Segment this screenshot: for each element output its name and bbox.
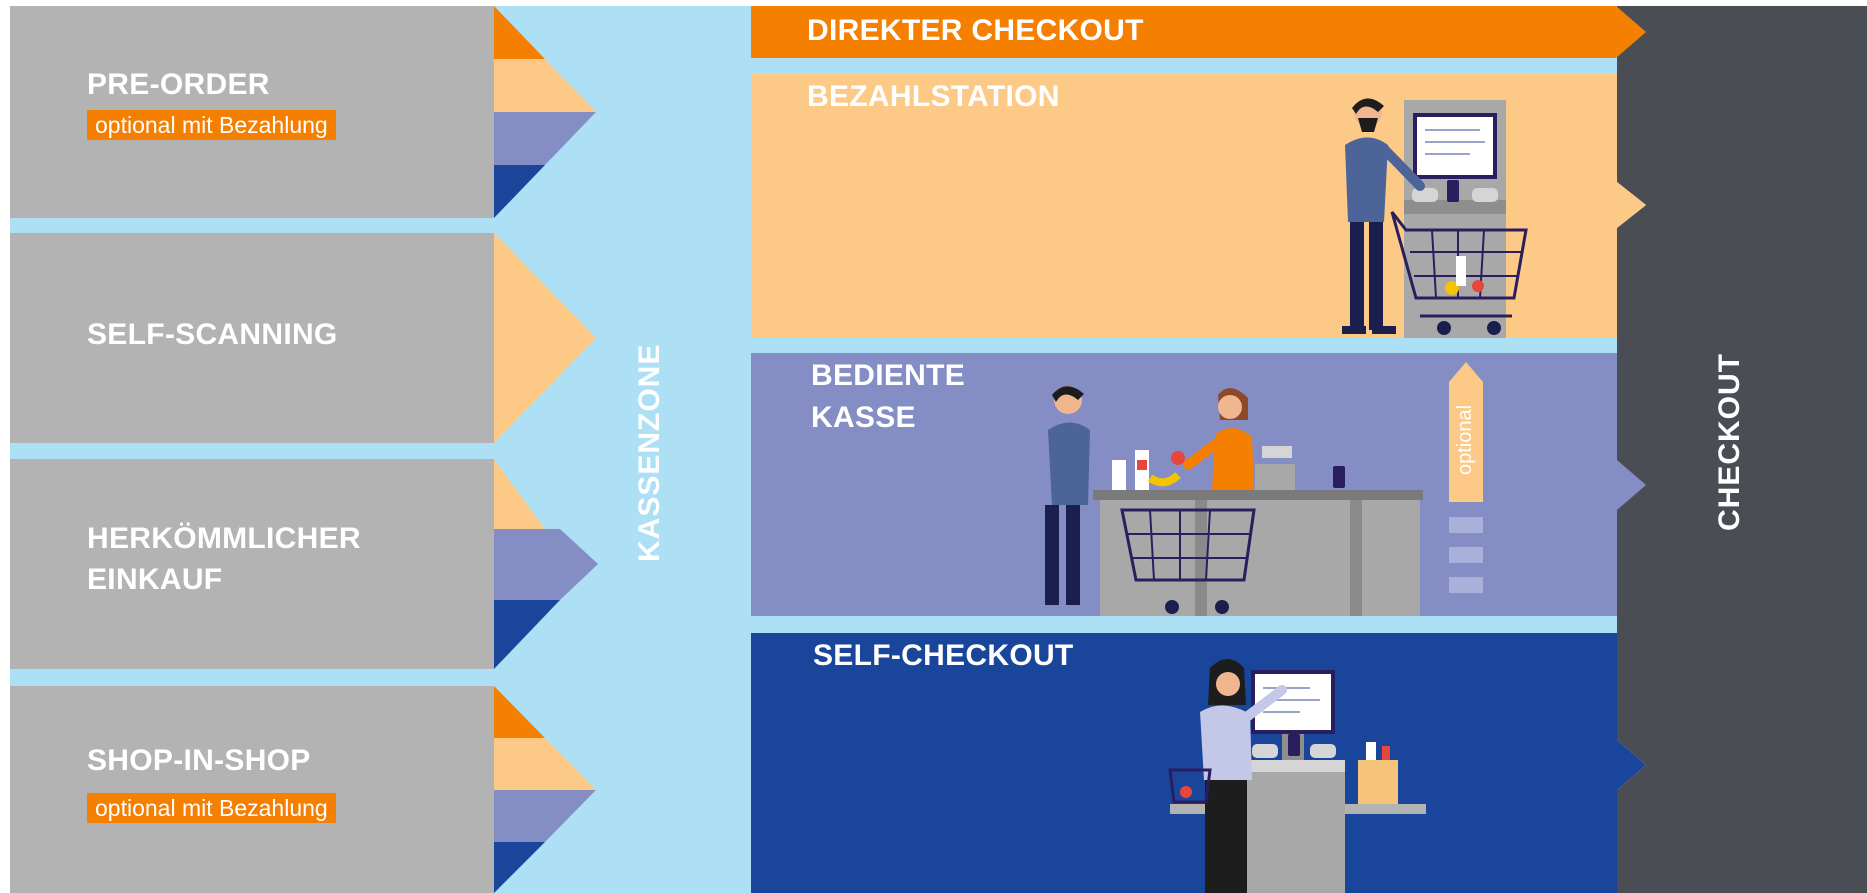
payment-kiosk-illustration [1404, 100, 1506, 338]
label-direct-checkout: DIREKTER CHECKOUT [807, 14, 1144, 47]
label-self-scanning: SELF-SCANNING [87, 318, 338, 351]
band-self-checkout-arrow [1617, 740, 1646, 790]
checkout-column [1617, 6, 1867, 893]
badge-pre-order-optional: optional mit Bezahlung [87, 110, 336, 140]
staffed-checkout-illustration [1045, 386, 1423, 616]
label-self-checkout: SELF-CHECKOUT [813, 639, 1074, 672]
label-shop-in-shop: SHOP-IN-SHOP [87, 744, 311, 777]
arrow-herkoemmlicher-einkauf [494, 459, 598, 669]
label-bezahlstation: BEZAHLSTATION [807, 80, 1060, 113]
self-checkout-illustration [1168, 659, 1426, 893]
flow-block-self-scanning [10, 233, 494, 443]
arrow-self-scanning [494, 233, 596, 443]
band-self-checkout [751, 633, 1617, 893]
band-bediente-kasse-arrow [1617, 460, 1646, 510]
label-kassenzone: KASSENZONE [633, 343, 666, 562]
customer-with-cart-illustration [1342, 98, 1528, 335]
flow-block-herkoemmlicher-einkauf [10, 459, 494, 669]
band-bezahlstation-arrow [1617, 182, 1646, 228]
label-bediente-kasse-line2: KASSE [811, 401, 916, 434]
label-optional: optional [1454, 404, 1476, 476]
label-herkoemmlicher-line1: HERKÖMMLICHER [87, 522, 361, 555]
label-herkoemmlicher-line2: EINKAUF [87, 563, 223, 596]
optional-arrow [1449, 362, 1483, 593]
label-pre-order: PRE-ORDER [87, 68, 270, 101]
flow-block-shop-in-shop [10, 686, 494, 893]
arrow-pre-order [494, 6, 596, 218]
badge-shop-in-shop-optional: optional mit Bezahlung [87, 793, 336, 823]
label-bediente-kasse-line1: BEDIENTE [811, 359, 966, 392]
label-checkout: CHECKOUT [1713, 353, 1746, 531]
band-direct-checkout [751, 6, 1646, 58]
arrow-shop-in-shop [494, 686, 596, 893]
